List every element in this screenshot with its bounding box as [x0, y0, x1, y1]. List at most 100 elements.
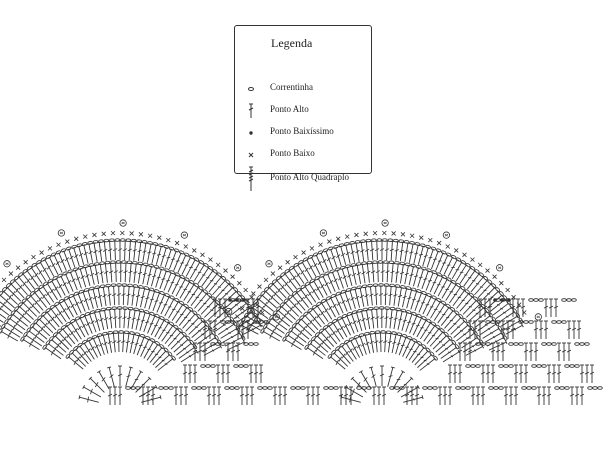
double-crochet-stitch	[164, 248, 174, 268]
single-crochet-stitch	[208, 257, 213, 262]
double-crochet-stitch	[348, 386, 354, 405]
double-crochet-stitch	[404, 264, 411, 285]
double-crochet-stitch	[440, 309, 455, 326]
chain-stitch	[220, 320, 226, 324]
single-crochet-stitch	[453, 248, 459, 253]
single-crochet-stitch	[318, 242, 323, 248]
chain-stitch	[257, 386, 263, 390]
double-crochet-stitch	[294, 291, 309, 308]
double-crochet-stitch	[178, 309, 193, 326]
double-crochet-stitch	[426, 248, 436, 268]
chain-stitch	[154, 313, 160, 318]
double-crochet-stitch	[445, 283, 458, 301]
double-crochet-stitch	[135, 310, 143, 330]
single-crochet-stitch	[183, 244, 189, 249]
double-crochet-stitch	[57, 301, 71, 320]
single-crochet-stitch	[1, 277, 7, 283]
double-crochet-stitch	[484, 289, 500, 305]
double-crochet-stitch	[371, 386, 377, 405]
double-crochet-stitch	[122, 308, 127, 329]
double-crochet-stitch	[410, 290, 419, 310]
single-crochet-stitch	[138, 232, 144, 237]
double-crochet-stitch	[92, 242, 98, 262]
slip-stitch	[500, 298, 504, 302]
chain-stitch	[104, 260, 111, 265]
chain-stitch	[238, 364, 244, 368]
chain-stitch	[421, 291, 427, 295]
double-crochet-stitch	[116, 332, 121, 353]
chain-stitch	[455, 386, 461, 390]
double-crochet-stitch	[132, 241, 138, 261]
double-crochet-stitch	[403, 395, 424, 403]
chain-stitch	[125, 238, 132, 242]
double-crochet-stitch	[8, 316, 26, 331]
double-crochet-stitch	[212, 298, 218, 317]
double-crochet-stitch	[311, 279, 324, 298]
chain-stitch	[341, 314, 347, 318]
double-crochet-stitch	[128, 262, 134, 283]
double-crochet-stitch	[113, 262, 119, 283]
double-crochet-stitch	[255, 298, 261, 317]
double-crochet-stitch	[303, 285, 317, 303]
double-crochet-stitch	[323, 250, 334, 270]
double-crochet-stitch	[273, 312, 291, 327]
chain-stitch	[528, 298, 534, 302]
double-crochet-stitch	[189, 260, 202, 280]
double-crochet-stitch	[462, 298, 478, 315]
double-crochet-stitch	[215, 318, 233, 332]
double-crochet-stitch	[299, 317, 316, 334]
double-crochet-stitch	[178, 386, 184, 405]
chain-stitch	[253, 320, 259, 324]
double-crochet-stitch	[307, 310, 322, 328]
chain-stitch	[74, 316, 80, 321]
chain-stitch	[377, 260, 384, 264]
double-crochet-stitch	[340, 267, 349, 288]
double-crochet-stitch	[291, 294, 306, 311]
double-crochet-stitch	[45, 282, 58, 301]
chain-stitch	[426, 318, 432, 323]
double-crochet-stitch	[343, 386, 349, 405]
picot	[234, 264, 242, 272]
chain-stitch	[164, 293, 170, 298]
chain-stitch	[427, 386, 433, 390]
double-crochet-stitch	[566, 320, 572, 339]
legend-item-single-crochet: Ponto Baixo	[235, 146, 371, 164]
double-crochet-stitch	[102, 309, 109, 330]
double-crochet-stitch	[422, 246, 431, 267]
picot-mark	[59, 231, 64, 235]
chain-stitch	[168, 386, 174, 390]
double-crochet-stitch	[83, 266, 91, 286]
legend-item-slip-stitch: Ponto Baixíssimo	[235, 124, 371, 142]
double-crochet-stitch	[260, 293, 277, 309]
chain-stitch	[336, 316, 342, 321]
chain-stitch	[399, 386, 405, 390]
double-crochet-stitch	[414, 291, 424, 312]
double-crochet-stitch	[480, 386, 486, 405]
double-crochet-stitch	[276, 308, 293, 324]
double-crochet-stitch	[54, 277, 66, 296]
double-crochet-stitch	[437, 306, 451, 324]
double-crochet-stitch	[344, 314, 355, 334]
chain-stitch	[112, 330, 119, 334]
double-crochet-stitch	[299, 288, 313, 306]
double-crochet-stitch	[369, 240, 375, 261]
double-crochet-stitch	[143, 340, 156, 359]
double-crochet-stitch	[333, 294, 344, 314]
double-crochet-stitch	[359, 241, 365, 262]
double-crochet-stitch	[391, 333, 399, 354]
double-crochet-stitch	[323, 327, 338, 345]
double-crochet-stitch	[155, 245, 164, 265]
double-crochet-stitch	[343, 291, 352, 311]
double-crochet-stitch	[569, 386, 575, 405]
double-crochet-stitch	[373, 285, 379, 306]
chain-stitch	[198, 286, 204, 291]
double-crochet-stitch	[287, 297, 303, 314]
chain-stitch	[559, 386, 565, 390]
double-crochet-stitch	[193, 263, 207, 282]
double-crochet-stitch	[515, 298, 521, 317]
double-crochet-stitch	[225, 364, 231, 383]
chain-stitch	[267, 386, 273, 390]
double-crochet-stitch	[271, 282, 287, 299]
chain-stitch	[541, 364, 547, 368]
double-crochet-stitch	[112, 240, 118, 261]
